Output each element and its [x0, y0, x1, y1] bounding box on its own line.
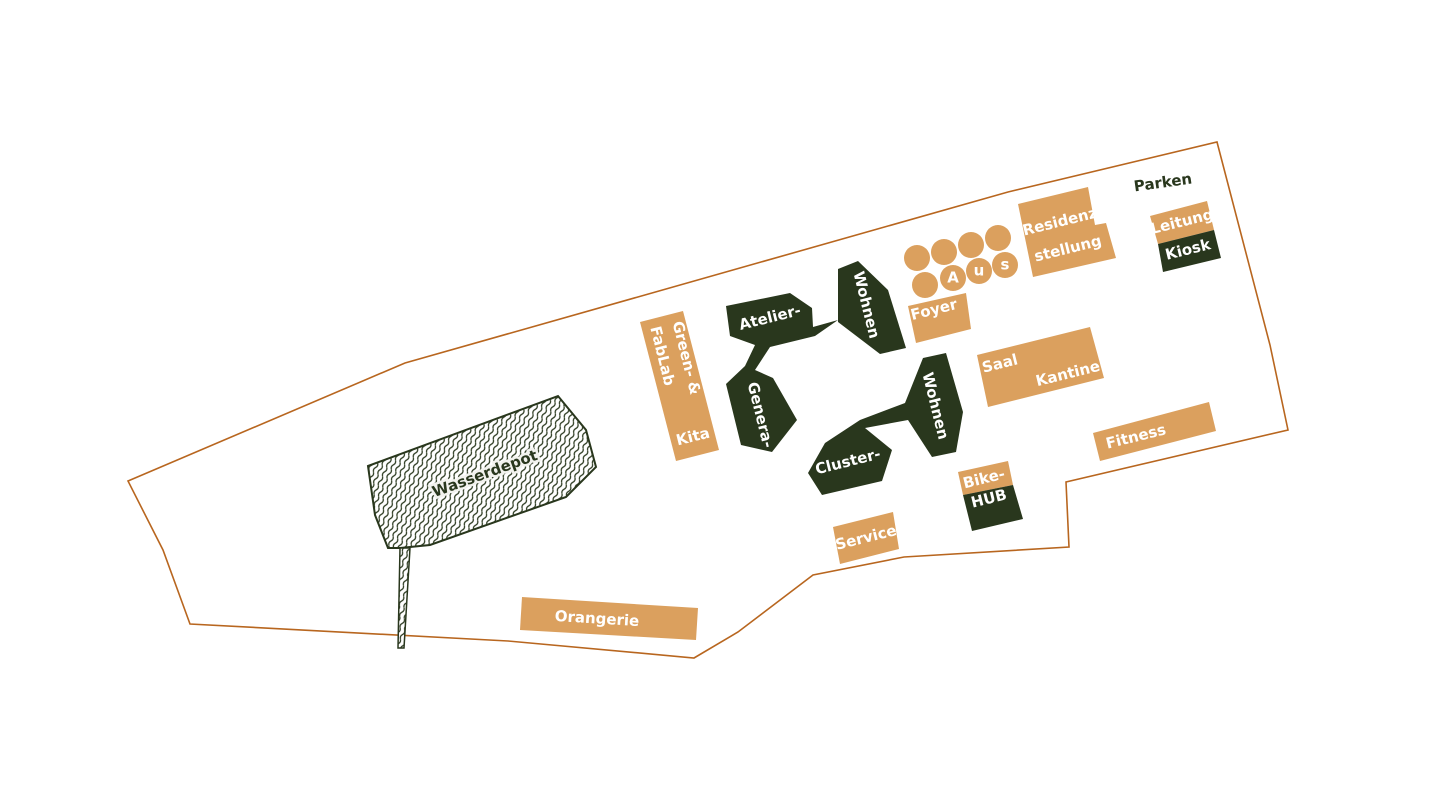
green-fablab-kita[interactable]: Green- & FabLab Kita [640, 311, 719, 461]
service[interactable]: Service [833, 512, 899, 564]
atelier-generationen-wohnen[interactable]: Atelier- Wohnen Genera- [726, 261, 906, 452]
foyer[interactable]: Foyer [908, 293, 971, 343]
aus-u-label: u [974, 262, 985, 280]
orangerie-label: Orangerie [554, 607, 640, 630]
saal-kantine[interactable]: Saal Kantine [977, 327, 1104, 407]
aus-a-label: A [947, 269, 959, 287]
wasserdepot[interactable]: Wasserdepot [366, 394, 598, 649]
residenz[interactable]: Residenz stellung [1018, 187, 1116, 277]
orangerie[interactable]: Orangerie [520, 597, 698, 640]
fitness[interactable]: Fitness [1093, 402, 1216, 461]
site-boundary [126, 141, 1289, 659]
parken-label[interactable]: Parken [1133, 170, 1193, 196]
ausstellung[interactable]: A u s [904, 225, 1018, 298]
cluster-wohnen[interactable]: Wohnen Cluster- [808, 353, 963, 495]
aus-s-label: s [1001, 256, 1010, 274]
leitung-kiosk[interactable]: Leitung Kiosk [1149, 201, 1221, 272]
bike-hub[interactable]: Bike- HUB [958, 461, 1023, 531]
